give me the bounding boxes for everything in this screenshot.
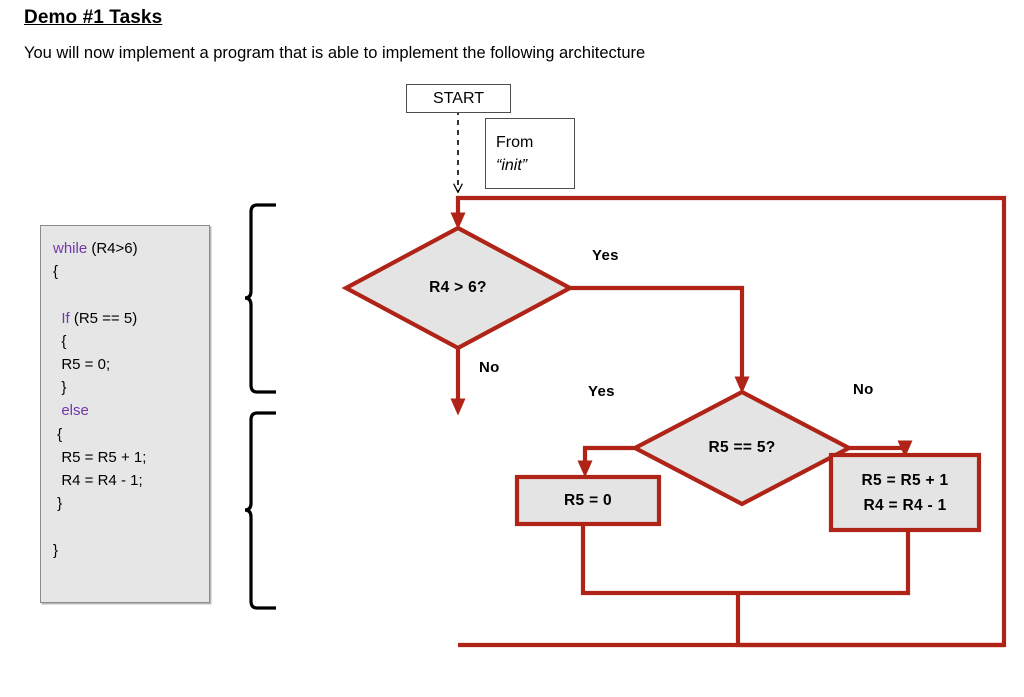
process-r5-inc-r4-dec xyxy=(828,452,982,533)
code-text-span: R4 = R4 - 1; xyxy=(53,472,143,490)
code-text-span: { xyxy=(53,425,63,443)
code-line: } xyxy=(53,376,146,399)
code-text-span: (R4>6) xyxy=(87,240,138,257)
code-text-span: } xyxy=(53,495,63,513)
code-keyword: If xyxy=(53,309,70,327)
start-box: START xyxy=(406,84,511,113)
code-panel: while (R4>6) { If (R5 == 5) { R5 = 0; } e… xyxy=(40,225,210,603)
edge-d2-yes xyxy=(577,445,635,478)
code-line: { xyxy=(53,330,146,353)
code-text-span: (R5 == 5) xyxy=(69,309,138,327)
code-keyword: while xyxy=(53,240,88,257)
code-keyword: else xyxy=(53,402,89,420)
from-init-line2: “init” xyxy=(496,156,528,174)
branch-label-d2-yes: Yes xyxy=(588,383,615,400)
process-r5-assign-zero xyxy=(514,474,662,527)
code-line: else xyxy=(53,399,146,422)
page-subtitle: You will now implement a program that is… xyxy=(24,44,646,62)
branch-label-d1-no: No xyxy=(479,359,500,376)
edge-right-proc-merge xyxy=(738,530,911,596)
brace-upper-icon xyxy=(244,203,276,394)
code-line: If (R5 == 5) xyxy=(53,307,146,330)
edge-merge-to-loopback xyxy=(735,593,1004,648)
branch-label-d2-no: No xyxy=(853,381,874,398)
code-text-span: R5 = R5 + 1; xyxy=(53,448,147,466)
code-text-span: } xyxy=(53,379,67,397)
code-text-span: { xyxy=(53,332,67,350)
code-line: } xyxy=(53,492,146,515)
start-box-label: START xyxy=(433,89,484,107)
decision-r4-gt-6 xyxy=(341,225,575,351)
edge-d1-yes xyxy=(570,285,750,394)
code-text-span: } xyxy=(53,541,59,559)
code-line: while (R4>6) xyxy=(53,237,146,260)
from-init-box-label: From “init” xyxy=(496,119,576,188)
brace-lower-icon xyxy=(244,411,276,610)
code-text-span: { xyxy=(53,263,59,281)
from-init-line1: From xyxy=(496,133,534,151)
code-line: { xyxy=(53,260,146,283)
code-text-span: R5 = 0; xyxy=(53,356,111,374)
edge-d2-no xyxy=(849,440,913,458)
from-init-box: From “init” xyxy=(485,118,575,189)
branch-label-d1-yes: Yes xyxy=(592,247,619,264)
code-line: R5 = 0; xyxy=(53,353,146,376)
code-listing: while (R4>6) { If (R5 == 5) { R5 = 0; } e… xyxy=(53,237,146,562)
code-line: } xyxy=(53,539,146,562)
decision-r5-eq-5 xyxy=(630,389,854,507)
code-line: R4 = R4 - 1; xyxy=(53,469,146,492)
code-line: R5 = R5 + 1; xyxy=(53,446,146,469)
edge-left-proc-merge xyxy=(580,524,738,596)
code-line: { xyxy=(53,423,146,446)
page-title: Demo #1 Tasks xyxy=(24,7,163,28)
